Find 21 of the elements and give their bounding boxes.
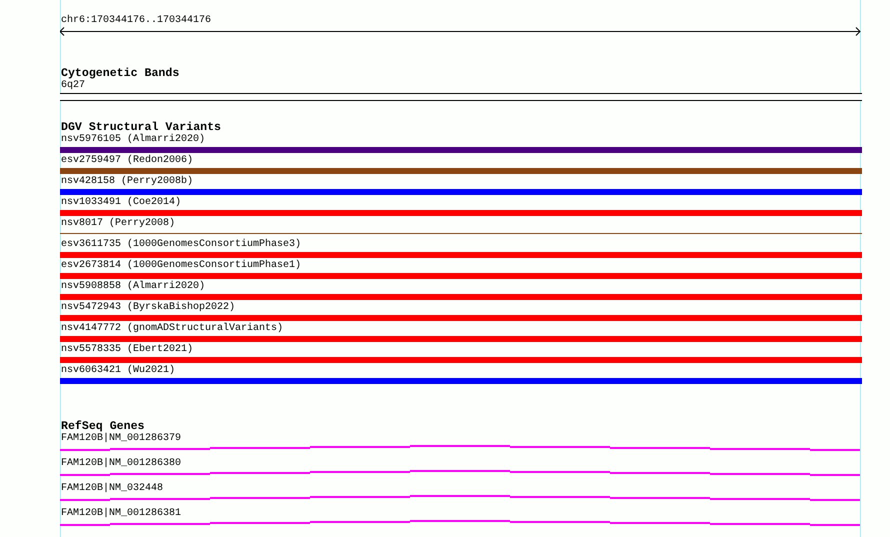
track-title: Cytogenetic Bands: [60, 67, 180, 80]
variant-label: nsv428158 (Perry2008b): [60, 176, 194, 188]
gene-label: FAM120B|NM_001286381: [60, 508, 182, 520]
variant-label: esv2759497 (Redon2006): [60, 155, 194, 167]
variant-label: nsv5472943 (ByrskaBishop2022): [60, 302, 236, 314]
variant-label: nsv1033491 (Coe2014): [60, 197, 182, 209]
variant-label: nsv5976105 (Almarri2020): [60, 134, 206, 146]
variant-label: nsv4147772 (gnomADStructuralVariants): [60, 323, 284, 335]
variant-label: nsv8017 (Perry2008): [60, 218, 176, 230]
variant-label: nsv6063421 (Wu2021): [60, 365, 176, 377]
coordinate-label: chr6:170344176..170344176: [60, 15, 212, 27]
gene-label: FAM120B|NM_001286379: [60, 433, 182, 445]
gene-label: FAM120B|NM_001286380: [60, 458, 182, 470]
variant-label: nsv5908858 (Almarri2020): [60, 281, 206, 293]
variant-label: nsv5578335 (Ebert2021): [60, 344, 194, 356]
variant-label: esv3611735 (1000GenomesConsortiumPhase3): [60, 239, 302, 251]
track-title: RefSeq Genes: [60, 420, 144, 433]
variant-label: esv2673814 (1000GenomesConsortiumPhase1): [60, 260, 302, 272]
band-label: 6q27: [60, 80, 86, 92]
gene-label: FAM120B|NM_032448: [60, 483, 164, 495]
track-title: DGV Structural Variants: [60, 121, 222, 134]
